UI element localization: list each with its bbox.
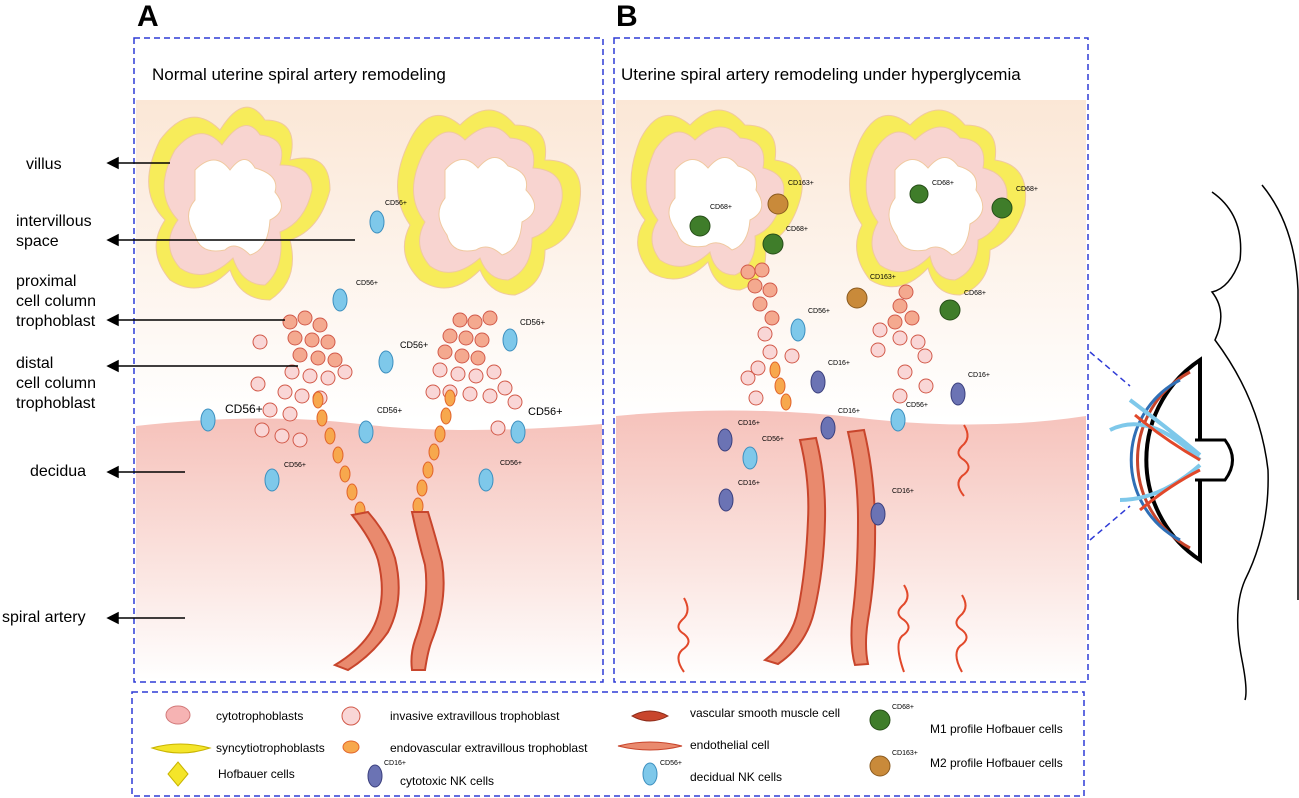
legend-marker-cd56: CD56+	[660, 760, 682, 767]
label-distal-1: distal	[16, 355, 54, 372]
decidua-band-b	[616, 410, 1086, 680]
label-intervillous-1: intervillous	[16, 213, 92, 230]
cytotoxic-nk-cells	[717, 370, 966, 526]
cell-column-a-right	[425, 310, 523, 436]
legend-label-cytotoxic-nk: cytotoxic NK cells	[400, 774, 495, 788]
marker-cd16: CD16+	[738, 420, 760, 427]
label-proximal-3: trophoblast	[16, 313, 96, 330]
endovascular-chain-b-left	[769, 361, 792, 411]
marker-cd56: CD56+	[284, 462, 306, 469]
panel-b-letter: B	[616, 0, 638, 33]
label-distal: distal cell column trophoblast	[16, 354, 96, 414]
label-proximal-1: proximal	[16, 273, 77, 290]
artery-a-right	[410, 511, 445, 671]
marker-cd16: CD16+	[828, 360, 850, 367]
marker-cd68: CD68+	[964, 290, 986, 297]
label-distal-3: trophoblast	[16, 395, 96, 412]
marker-cd56: CD56+	[906, 402, 928, 409]
legend-icon-endovascular-evt	[342, 740, 360, 754]
legend-label-m1: M1 profile Hofbauer cells	[930, 722, 1063, 736]
legend-icon-cytotoxic-nk	[367, 764, 383, 788]
marker-cd56: CD56+	[400, 340, 429, 350]
legend-frame	[131, 691, 1085, 797]
cell-column-a-left	[250, 310, 353, 448]
marker-cd56: CD56+	[808, 308, 830, 315]
panel-a-title: Normal uterine spiral artery remodeling	[152, 65, 446, 84]
legend-icon-m2	[869, 755, 891, 777]
legend-label-cytotrophoblasts: cytotrophoblasts	[216, 709, 304, 723]
label-proximal: proximal cell column trophoblast	[16, 272, 96, 332]
marker-cd56: CD56+	[225, 402, 263, 416]
marker-cd56: CD56+	[500, 460, 522, 467]
marker-cd68: CD68+	[710, 204, 732, 211]
legend-icon-hofbauer	[167, 761, 189, 787]
marker-cd68: CD68+	[932, 180, 954, 187]
marker-cd56: CD56+	[528, 406, 563, 418]
marker-cd56: CD56+	[356, 280, 378, 287]
label-arrows	[106, 156, 355, 625]
legend-icon-invasive-evt	[341, 706, 361, 726]
marker-cd56: CD56+	[377, 406, 403, 415]
panel-a-frame	[133, 37, 604, 683]
legend-marker-cd163: CD163+	[892, 750, 918, 757]
marker-cd163: CD163+	[870, 274, 896, 281]
panel-a-letter: A	[137, 0, 159, 33]
legend-icon-vsmc	[630, 710, 670, 722]
label-intervillous-2: space	[16, 233, 59, 250]
legend-icon-cytotrophoblast	[165, 705, 191, 725]
label-intervillous: intervillous space	[16, 212, 92, 252]
label-distal-2: cell column	[16, 375, 97, 392]
marker-cd56: CD56+	[385, 200, 407, 207]
legend-label-hofbauer: Hofbauer cells	[218, 767, 295, 781]
legend-label-decidual-nk: decidual NK cells	[690, 770, 783, 784]
marker-cd163: CD163+	[788, 180, 814, 187]
legend-icons	[150, 705, 891, 788]
m1-hofbauer-cells	[689, 184, 1013, 321]
legend-icon-syncytiotrophoblast	[150, 743, 212, 754]
m2-hofbauer-cells	[767, 193, 868, 309]
pregnant-silhouette	[1210, 184, 1299, 701]
marker-cd16: CD16+	[838, 408, 860, 415]
legend-label-endovascular-evt: endovascular extravillous trophoblast	[390, 741, 588, 755]
coils-b	[677, 424, 970, 673]
artery-b-left	[762, 436, 827, 666]
marker-cd56: CD56+	[762, 436, 784, 443]
nk-cells	[200, 210, 906, 492]
marker-cd16: CD16+	[738, 480, 760, 487]
marker-cd16: CD16+	[892, 488, 914, 495]
marker-cd68: CD68+	[1016, 186, 1038, 193]
cell-column-b-right	[870, 284, 934, 404]
legend-label-m2: M2 profile Hofbauer cells	[930, 756, 1063, 770]
legend-marker-cd68: CD68+	[892, 704, 914, 711]
legend-label-syncytiotrophoblasts: syncytiotrophoblasts	[216, 741, 325, 755]
label-proximal-2: cell column	[16, 293, 97, 310]
villus-a-left	[148, 106, 331, 301]
legend-marker-cd16: CD16+	[384, 760, 406, 767]
uterus-cross-section	[1089, 351, 1234, 564]
marker-cd16: CD16+	[968, 372, 990, 379]
legend-icon-endothelial	[617, 741, 683, 751]
panel-b-frame	[613, 37, 1089, 683]
marker-cd56: CD56+	[520, 318, 546, 327]
label-spiral-artery: spiral artery	[2, 609, 86, 626]
artery-a-left	[332, 510, 400, 672]
villus-a-right	[397, 109, 582, 296]
legend-label-endothelial: endothelial cell	[690, 738, 770, 752]
panel-b-title: Uterine spiral artery remodeling under h…	[621, 65, 1021, 84]
label-decidua: decidua	[30, 463, 87, 480]
cell-column-b-left	[740, 262, 800, 406]
legend-icon-decidual-nk	[642, 762, 658, 786]
legend-label-vsmc: vascular smooth muscle cell	[690, 706, 841, 720]
villus-b-left	[630, 109, 803, 291]
legend-label-invasive-evt: invasive extravillous trophoblast	[390, 709, 560, 723]
label-villus: villus	[26, 156, 62, 173]
villus-b-right	[849, 109, 1027, 296]
legend-icon-m1	[869, 709, 891, 731]
endovascular-chain-a-left	[312, 391, 366, 519]
marker-cd68: CD68+	[786, 226, 808, 233]
